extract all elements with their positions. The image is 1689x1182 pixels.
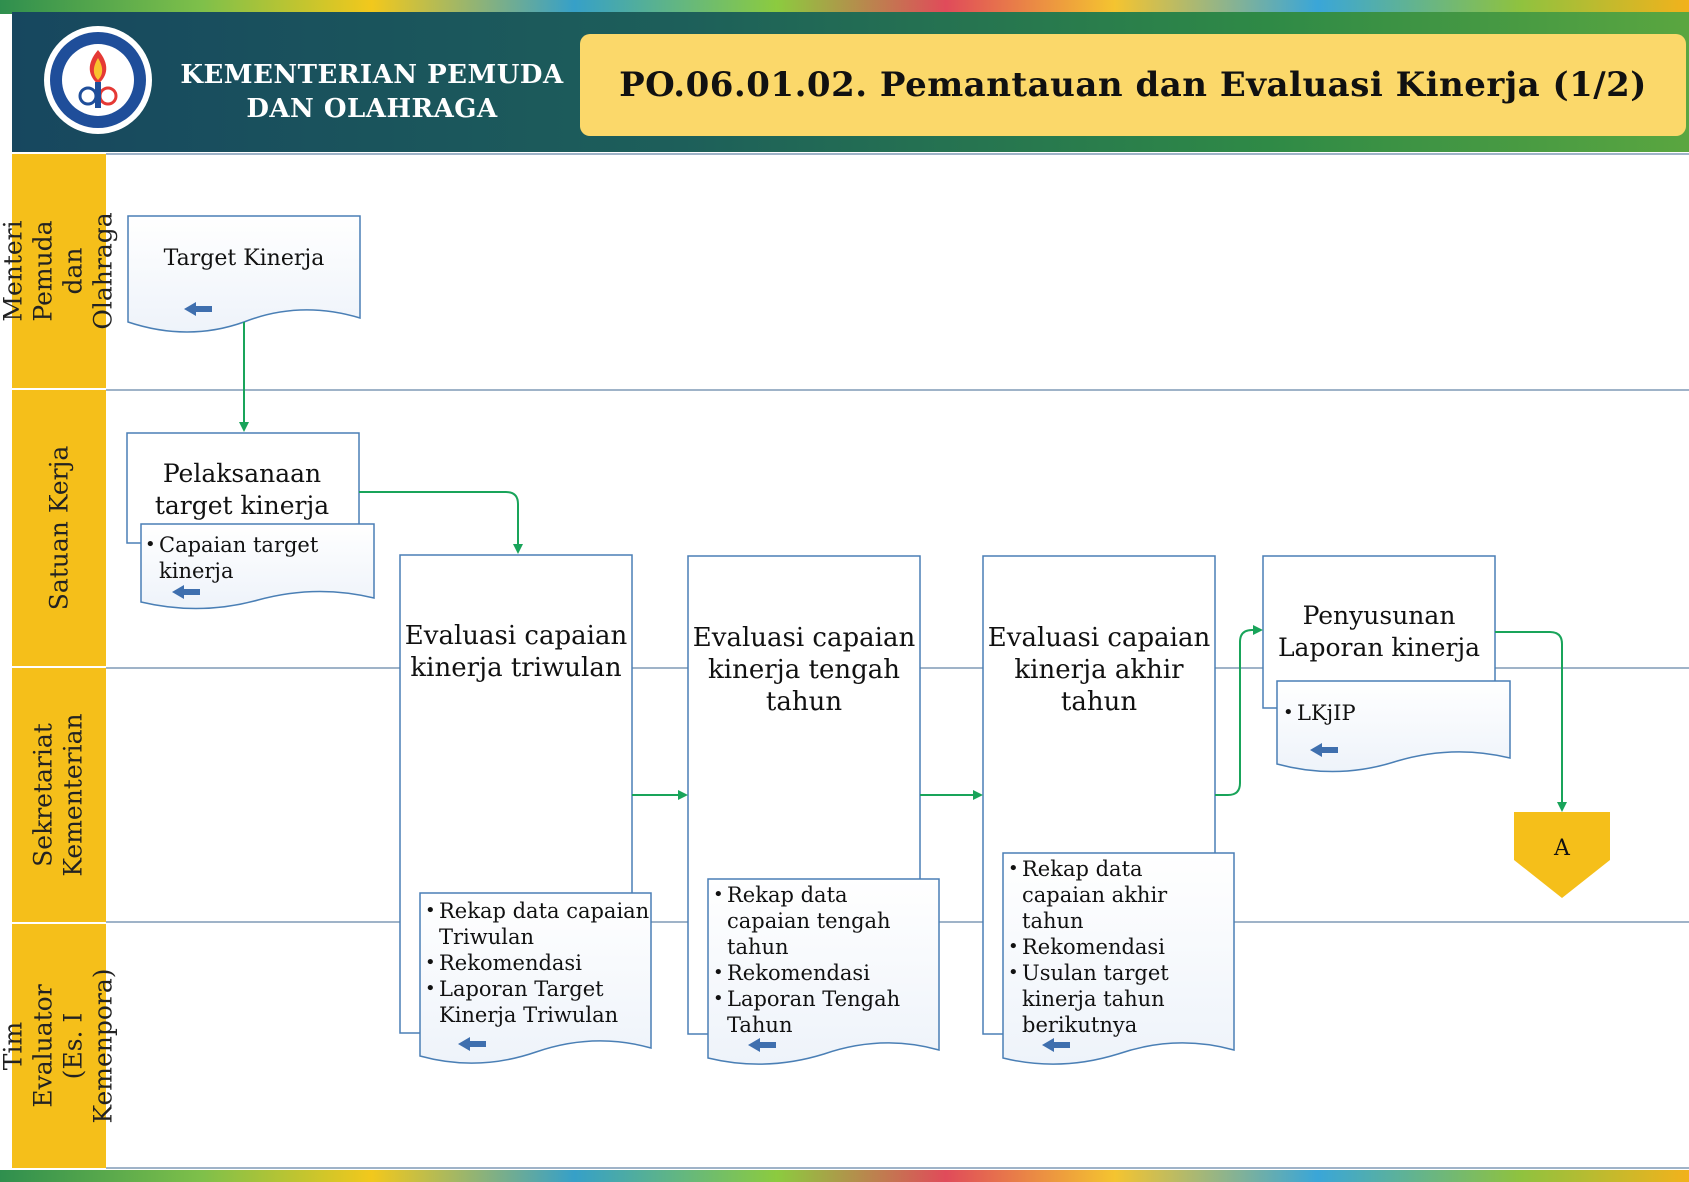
pelaksanaan-label: Pelaksanaan target kinerja	[154, 459, 330, 520]
ministry-name: KEMENTERIAN PEMUDA DAN OLAHRAGA	[180, 60, 564, 124]
doc-item: Rekap data capaian Triwulan	[425, 898, 651, 950]
penyusunan-label: Penyusunan Laporan kinerja	[1277, 601, 1481, 662]
arrow-akhir-to-penyusunan	[1215, 625, 1263, 796]
doc-item: Usulan target kinerja tahun berikutnya	[1008, 960, 1224, 1038]
arrow-penyusunan-to-connector	[1495, 631, 1567, 812]
doc-arrow-icon	[184, 302, 212, 316]
eval-akhir-label: Evaluasi capaian kinerja akhir tahun	[987, 623, 1211, 717]
eval-tengah-label: Evaluasi capaian kinerja tengah tahun	[692, 623, 916, 717]
eval-tengah-doc-text: Rekap data capaian tengah tahun Rekomend…	[713, 882, 931, 1038]
doc-arrow-icon	[1310, 743, 1338, 757]
lane-label-sekretariat: Sekretariat Kementerian	[12, 668, 106, 924]
doc-arrow-icon	[1042, 1038, 1070, 1052]
eval-triwulan-doc-text: Rekap data capaian Triwulan Rekomendasi …	[425, 898, 651, 1028]
eval-triwulan-label: Evaluasi capaian kinerja triwulan	[404, 621, 628, 683]
lkjip-doc	[1276, 680, 1511, 773]
doc-item: Rekomendasi	[425, 950, 651, 976]
doc-arrow-icon	[458, 1037, 486, 1051]
doc-item: Rekomendasi	[1008, 934, 1224, 960]
lane-label-tim-evaluator: Tim Evaluator (Es. I Kemenpora)	[0, 924, 118, 1170]
ministry-logo	[44, 26, 152, 134]
doc-arrow-icon	[748, 1038, 776, 1052]
doc-item: Rekap data capaian tengah tahun	[713, 882, 931, 960]
doc-arrow-icon	[172, 585, 200, 599]
doc-item: Laporan Target Kinerja Triwulan	[425, 976, 651, 1028]
target-kinerja-label: Target Kinerja	[163, 246, 325, 271]
title-box: PO.06.01.02. Pemantauan dan Evaluasi Kin…	[580, 34, 1686, 136]
page-title: PO.06.01.02. Pemantauan dan Evaluasi Kin…	[619, 65, 1647, 105]
bottom-color-strip	[0, 1170, 1689, 1182]
eval-akhir-doc-text: Rekap data capaian akhir tahun Rekomenda…	[1008, 856, 1224, 1038]
lkjip-doc-text: LKjIP	[1283, 700, 1483, 726]
target-kinerja-doc	[127, 215, 361, 333]
doc-item: Rekomendasi	[713, 960, 931, 986]
doc-item: LKjIP	[1283, 700, 1483, 726]
header-banner: KEMENTERIAN PEMUDA DAN OLAHRAGA PO.06.01…	[12, 12, 1689, 152]
doc-item: Capaian target kinerja	[145, 532, 365, 584]
lane-label-menteri: Menteri Pemuda dan Olahraga	[0, 154, 118, 390]
lane-label-satuan-kerja: Satuan Kerja	[12, 390, 106, 668]
connector-a-shape	[1514, 812, 1610, 898]
arrow-pelaksanaan-to-triwulan	[359, 491, 523, 554]
doc-item: Rekap data capaian akhir tahun	[1008, 856, 1224, 934]
top-color-strip	[0, 0, 1689, 14]
connector-a-label: A	[1554, 836, 1570, 861]
doc-item: Laporan Tengah Tahun	[713, 986, 931, 1038]
capaian-doc-text: Capaian target kinerja	[145, 532, 365, 584]
